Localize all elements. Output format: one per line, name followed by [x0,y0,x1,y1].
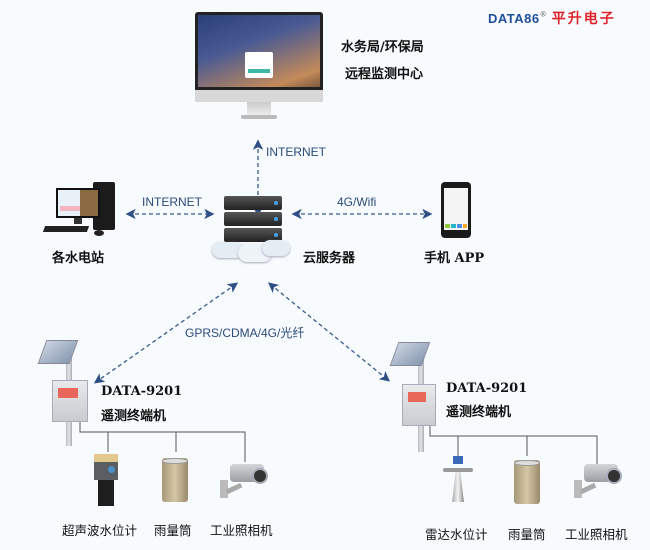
desktop-monitor-icon [195,12,323,132]
link-label-server-terminals: GPRS/CDMA/4G/光纤 [185,326,305,340]
device-right-1-label: 雨量筒 [508,527,546,542]
device-left-1-label: 雨量筒 [154,523,192,538]
device-right-0-label: 雷达水位计 [425,527,488,542]
desktop-pc-icon [42,182,118,240]
radar-level-meter-icon [443,456,473,502]
industrial-camera-icon [220,462,268,500]
solar-rtu-icon-left [37,338,88,446]
link-label-server-app: 4G/Wifi [337,195,377,209]
link-label-station-server: INTERNET [142,195,202,209]
registered-mark: ® [539,10,547,19]
terminal-left-name: 遥测终端机 [101,409,167,424]
wiring-left [79,420,246,462]
rain-gauge-icon-right [514,460,540,504]
terminal-right-model: DATA-9201 [446,381,528,396]
terminal-right-name: 遥测终端机 [446,405,512,420]
ultrasonic-level-meter-icon [92,454,120,506]
device-right-2-label: 工业照相机 [565,527,628,542]
link-server-terminal-right [267,282,391,382]
link-label-center-server: INTERNET [266,145,326,159]
solar-rtu-icon-right [388,340,438,452]
smartphone-icon [441,182,471,238]
cloud-server-icon [212,192,292,264]
terminal-left-model: DATA-9201 [101,384,183,399]
cloud-server-label: 云服务器 [303,251,356,266]
monitoring-center-label-line1: 水务局/环保局 [341,40,424,55]
mobile-app-label: 手机 APP [424,251,485,266]
device-left-0-label: 超声波水位计 [62,523,138,538]
brand-logo-cn: 平升电子 [551,11,616,27]
rain-gauge-icon [162,458,188,502]
wiring-right [429,420,598,466]
hydro-station-label: 各水电站 [52,251,105,266]
monitoring-center-label-line2: 远程监测中心 [345,67,424,82]
industrial-camera-icon-right [574,462,622,500]
link-server-terminal-left [93,282,239,384]
brand-logo: DATA86® 平升电子 [488,8,616,28]
device-left-2-label: 工业照相机 [210,523,273,538]
brand-logo-en: DATA86 [488,11,540,26]
